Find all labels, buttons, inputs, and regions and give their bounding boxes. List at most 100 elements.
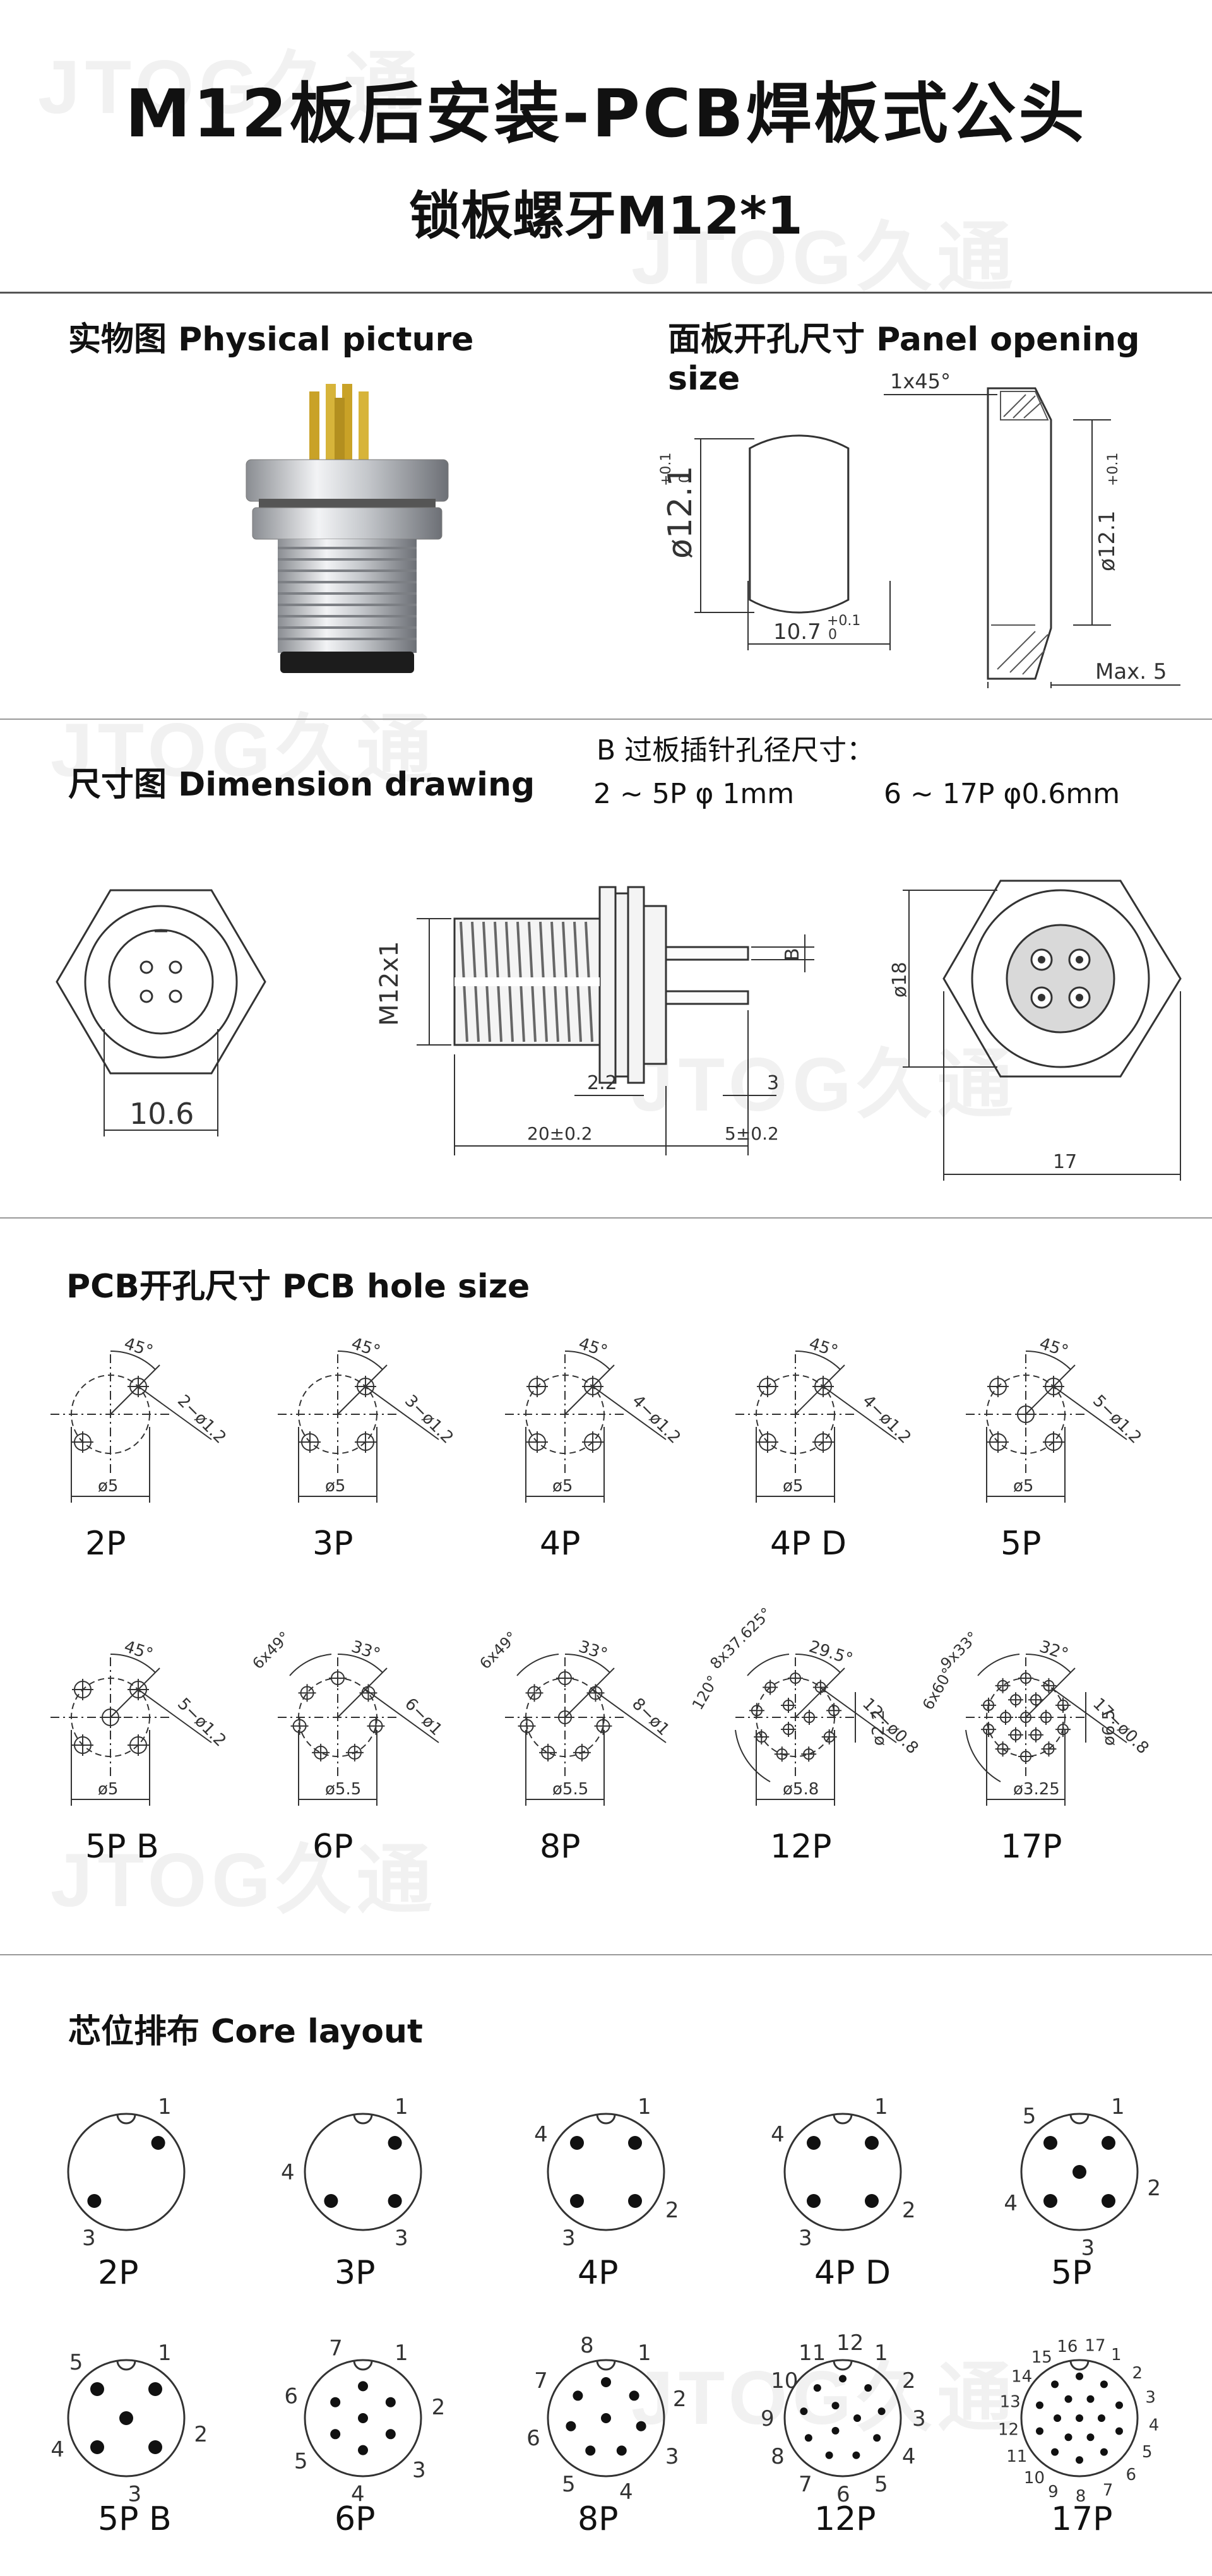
core-pin-number: 7 xyxy=(799,2472,812,2497)
core-pin xyxy=(1102,2194,1115,2208)
pcb-hole-2p: 45°2−ø1.2ø5 xyxy=(50,1334,230,1503)
core-pin-number: 7 xyxy=(534,2368,548,2394)
core-pin-number: 2 xyxy=(432,2395,446,2420)
core-layout-name: 8P xyxy=(578,2500,619,2538)
pcb-angle-label: 45° xyxy=(807,1334,840,1361)
core-pin-number: 3 xyxy=(128,2481,142,2507)
divider xyxy=(0,292,1212,294)
core-pin xyxy=(90,2382,104,2396)
core-pin xyxy=(1054,2414,1062,2422)
pcb-layout-name: 12P xyxy=(770,1828,832,1866)
core-pin-number: 4 xyxy=(1004,2191,1018,2216)
core-pin xyxy=(388,2136,402,2150)
pcb-hole-4p: 45°4−ø1.2ø5 xyxy=(505,1334,684,1503)
core-pin-number: 1 xyxy=(638,2340,651,2366)
core-pin xyxy=(1102,2136,1115,2150)
core-pin xyxy=(330,2429,341,2440)
pcb-layout-name: 6P xyxy=(312,1828,354,1866)
pcb-hole-count-label: 4−ø1.2 xyxy=(858,1392,915,1448)
core-pin-number: 4 xyxy=(351,2482,365,2507)
core-pin-number: 5 xyxy=(874,2472,888,2497)
core-pin-number: 1 xyxy=(638,2094,651,2120)
core-pin xyxy=(1076,2372,1083,2380)
pcb-angle-label: 45° xyxy=(576,1334,610,1361)
core-pin-number: 11 xyxy=(799,2340,826,2366)
pcb-diameter-label: ø5 xyxy=(98,1477,118,1496)
pcb-hole-count-label: 8−ø1 xyxy=(628,1695,673,1739)
core-pin-number: 3 xyxy=(1145,2388,1156,2407)
core-pin-number: 1 xyxy=(1111,2094,1125,2120)
front-view xyxy=(56,889,266,1075)
core-pin xyxy=(1086,2433,1095,2442)
core-pin-number: 5 xyxy=(294,2449,308,2474)
core-pin-number: 2 xyxy=(194,2422,208,2447)
core-pin xyxy=(1072,2165,1086,2179)
pcb-diameter-label-2: ø6.5 xyxy=(1100,1710,1119,1746)
pcb-angle-label: 33° xyxy=(576,1637,610,1664)
core-pin-number: 3 xyxy=(1081,2235,1095,2260)
watermark: JTOG久通 xyxy=(50,708,437,792)
core-pin xyxy=(1064,2395,1072,2403)
dim-5: 5±0.2 xyxy=(725,1123,779,1144)
core-pin-number: 2 xyxy=(673,2387,687,2412)
core-pin-number: 3 xyxy=(395,2226,408,2251)
core-pin-number: 15 xyxy=(1031,2348,1052,2367)
dim-max: Max. 5 xyxy=(1095,659,1167,684)
core-pin-number: 4 xyxy=(619,2479,633,2505)
core-layout-name: 3P xyxy=(335,2254,376,2292)
pcb-diameter-label: ø5 xyxy=(325,1477,345,1496)
core-pin xyxy=(1064,2433,1072,2442)
pin-note-large: 6 ~ 17P φ0.6mm xyxy=(884,778,1120,810)
core-pin-number: 3 xyxy=(412,2458,426,2483)
pcb-layout-name: 4P xyxy=(540,1525,581,1563)
core-layout-2p: 13 xyxy=(67,2094,186,2251)
rear-view xyxy=(942,880,1182,1078)
pcb-hole-4p-d: 45°4−ø1.2ø5 xyxy=(735,1334,915,1503)
core-pin-number: 10 xyxy=(771,2368,798,2394)
core-pin-number: 13 xyxy=(1000,2393,1021,2412)
core-pin-number: 2 xyxy=(902,2198,916,2223)
pcb-hole-count-label: 12−ø0.8 xyxy=(858,1695,922,1758)
core-pin xyxy=(877,2407,886,2416)
core-pin xyxy=(628,2194,642,2208)
core-pin-number: 3 xyxy=(912,2406,926,2431)
dim-20: 20±0.2 xyxy=(527,1123,593,1144)
core-pin xyxy=(1043,2194,1057,2208)
core-pin xyxy=(573,2390,583,2401)
dim-3: 3 xyxy=(767,1072,779,1094)
core-pin xyxy=(852,2451,860,2459)
dim-panel-flat: 10.7 xyxy=(773,619,821,645)
dim-front-width: 10.6 xyxy=(129,1097,194,1131)
core-pin-number: 4 xyxy=(50,2437,64,2462)
core-pin-number: 9 xyxy=(761,2406,775,2431)
core-pin xyxy=(1115,2427,1123,2435)
core-pin xyxy=(839,2375,847,2383)
core-pin xyxy=(119,2411,133,2425)
core-layout-name: 5P xyxy=(1051,2254,1092,2292)
core-pin-number: 9 xyxy=(1048,2483,1059,2501)
core-pin xyxy=(1100,2380,1108,2388)
core-pin xyxy=(1076,2414,1083,2422)
core-pin-number: 11 xyxy=(1006,2447,1027,2466)
core-pin xyxy=(1051,2448,1059,2456)
core-pin xyxy=(358,2381,368,2392)
connector-photo xyxy=(246,384,449,673)
core-pin xyxy=(601,2376,611,2387)
watermark: JTOG久通 xyxy=(631,215,1018,300)
dim-panel-flat-tol-lo: 0 xyxy=(828,627,837,643)
core-pin xyxy=(813,2384,821,2392)
core-pin xyxy=(628,2136,642,2150)
gold-pins xyxy=(309,384,369,461)
pcb-diameter-label: ø5 xyxy=(1013,1477,1033,1496)
core-pin xyxy=(1115,2401,1123,2409)
core-pin xyxy=(601,2413,611,2423)
pcb-hole-count-label: 5−ø1.2 xyxy=(174,1695,230,1751)
dim-chamfer: 1x45° xyxy=(890,369,951,393)
core-pin-number: 1 xyxy=(158,2094,172,2120)
pcb-hole-count-label: 2−ø1.2 xyxy=(174,1392,230,1448)
